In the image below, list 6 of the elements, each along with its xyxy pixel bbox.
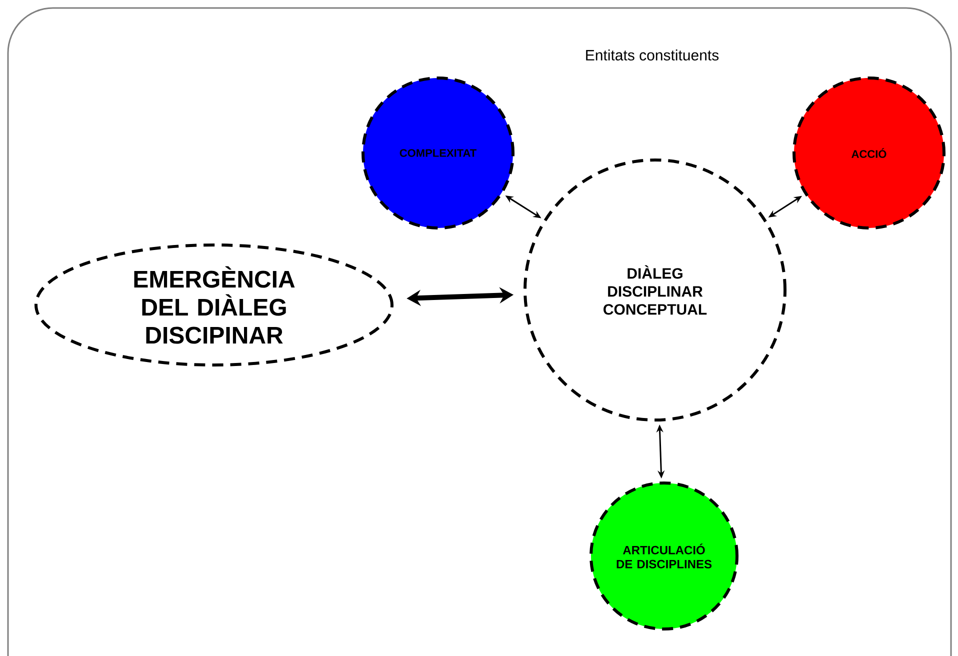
circle-node: ACCIÓ xyxy=(792,76,946,230)
circle-node: COMPLEXITAT xyxy=(362,76,514,230)
ellipse-node: EMERGÈNCIA DEL DIÀLEG DISCIPINAR xyxy=(34,244,394,366)
circle-node: DIÀLEG DISCIPLINAR CONCEPTUAL xyxy=(524,158,786,422)
heading-text: Entitats constituents xyxy=(586,50,719,60)
circle-node: ARTICULACIÓ DE DISCIPLINES xyxy=(590,482,738,630)
